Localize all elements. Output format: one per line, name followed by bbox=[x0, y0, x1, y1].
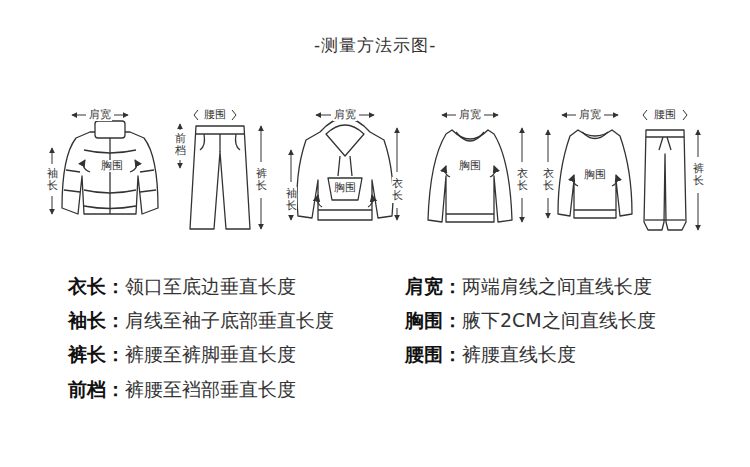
measure-label: 胸围 bbox=[458, 160, 482, 172]
definition-text: 肩线至袖子底部垂直长度 bbox=[125, 308, 334, 334]
vertical-measure-label: 裤长 bbox=[693, 162, 704, 188]
definition-term: 前档： bbox=[68, 377, 125, 403]
definition-text: 两端肩线之间直线长度 bbox=[462, 274, 652, 300]
definition-term: 胸围： bbox=[405, 308, 462, 334]
definition-text: 裤腰至裤脚垂直长度 bbox=[125, 342, 296, 368]
measure-label: 肩宽 bbox=[333, 109, 357, 121]
vertical-measure-label: 袖长 bbox=[47, 167, 58, 193]
measure-label: 胸围 bbox=[333, 182, 357, 194]
definition-term: 肩宽： bbox=[405, 274, 462, 300]
measure-label: 胸围 bbox=[583, 169, 607, 181]
definition-term: 衣长： bbox=[68, 274, 125, 300]
definition-term: 裤长： bbox=[68, 342, 125, 368]
vertical-measure-label: 前档 bbox=[175, 132, 186, 158]
vertical-measure-label: 裤长 bbox=[256, 167, 267, 193]
measure-label: 肩宽 bbox=[578, 109, 602, 121]
definition-text: 裤腰至裆部垂直长度 bbox=[125, 377, 296, 403]
vertical-measure-label: 袖长 bbox=[286, 187, 297, 213]
measure-label: 肩宽 bbox=[88, 109, 112, 121]
vertical-measure-label: 衣长 bbox=[543, 167, 554, 193]
diagram-title: -测量方法示图- bbox=[314, 34, 436, 57]
definition-text: 腋下2CM之间直线长度 bbox=[462, 308, 656, 334]
definition-text: 领口至底边垂直长度 bbox=[125, 274, 296, 300]
measure-label: 腰围 bbox=[653, 109, 677, 121]
definition-term: 袖长： bbox=[68, 308, 125, 334]
vertical-measure-label: 衣长 bbox=[392, 177, 403, 203]
measure-label: 腰围 bbox=[203, 109, 227, 121]
vertical-measure-label: 衣长 bbox=[517, 167, 528, 193]
measure-label: 肩宽 bbox=[458, 109, 482, 121]
definition-text: 裤腰直线长度 bbox=[462, 342, 576, 368]
measure-label: 胸围 bbox=[100, 160, 124, 172]
definition-term: 腰围： bbox=[405, 342, 462, 368]
